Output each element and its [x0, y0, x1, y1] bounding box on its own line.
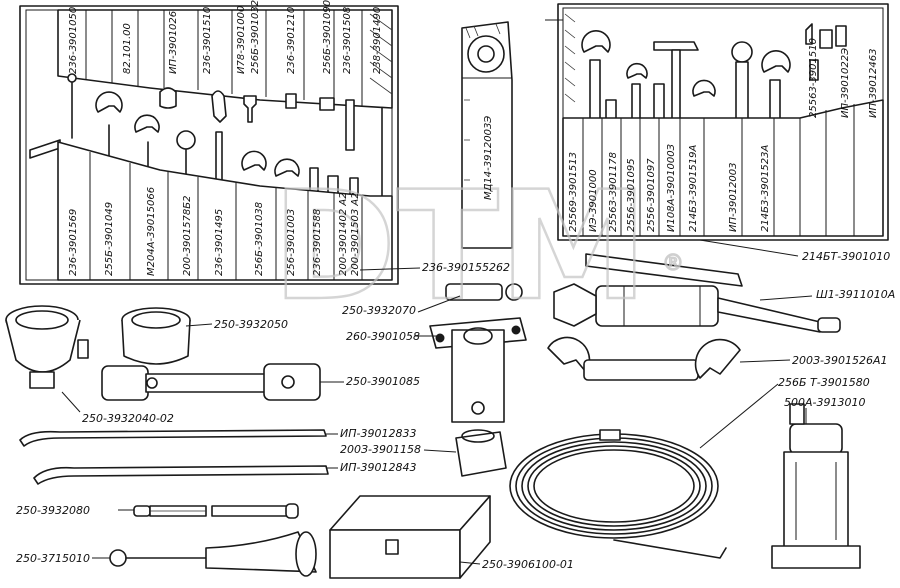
label-pin: 236-390155262	[422, 261, 510, 274]
left-roll-top-labels: 236-3901050 82.101.00 ИП-3901026 236-390151…	[68, 0, 383, 74]
box-wrench	[429, 317, 527, 423]
label-socket-cup: 250-3932050	[214, 318, 288, 331]
handle-tool	[461, 21, 513, 249]
left-tool-roll	[19, 5, 399, 285]
oil-cup	[5, 305, 89, 389]
label-drift: 250-3932070	[342, 304, 416, 317]
watermark-text: DTM	[272, 160, 648, 334]
left-roll-tools	[29, 73, 385, 213]
coiled-hose	[509, 429, 727, 559]
label-wrench-box: 260-3901058	[346, 330, 420, 343]
right-bottom-label-6: И108А-3901000З	[666, 143, 677, 232]
socket-cup	[121, 307, 191, 365]
right-tool-roll	[545, 3, 889, 241]
right-roll-tools	[581, 23, 847, 125]
left-bottom-label-9: 200-3901402 А2	[338, 192, 349, 276]
left-top-label-5: И78-3901000	[236, 6, 247, 74]
right-bottom-label-3: 2556З-3901178	[608, 152, 619, 232]
right-bottom-label-7: 214Б3-3901519А	[688, 145, 699, 232]
left-top-label-1: 236-3901050	[68, 7, 79, 74]
left-bottom-label-4: 200-3901578Б2	[182, 196, 193, 276]
left-top-label-10: 238-3901490	[372, 7, 383, 74]
label-oil-cup: 250-3932040-02	[82, 412, 174, 425]
label-tool-box: 250-3906100-01	[482, 558, 574, 571]
left-top-label-9: 236-3901508	[342, 7, 353, 74]
left-bottom-label-2: 255Б-3901049	[104, 202, 115, 276]
right-bottom-label-8: ИП-39012003	[728, 162, 739, 232]
left-top-label-4: 236-3901510	[202, 7, 213, 74]
right-bottom-label-5: 2556-3901097	[646, 158, 657, 232]
left-top-label-7: 236-3901210	[286, 7, 297, 74]
right-top-label-2: ИП-3901022Э	[840, 48, 851, 118]
left-bottom-label-10: 200-3901503 А2	[350, 192, 361, 276]
bottle-jack	[771, 403, 861, 569]
left-top-label-2: 82.101.00	[122, 23, 133, 74]
left-bottom-label-5: 236-3901495	[214, 209, 225, 276]
watermark: DTM ®	[271, 159, 685, 336]
label-small-socket: 200З-3901158	[340, 443, 421, 456]
left-bottom-label-1: 236-3901569	[68, 209, 79, 276]
label-flat-spanner: 200З-3901526А1	[792, 354, 888, 367]
left-top-label-3: ИП-3901026	[168, 11, 179, 74]
watermark-registered-mark: ®	[662, 251, 684, 276]
label-pry-bar-2: ИП-39012843	[340, 461, 416, 474]
right-roll-top-labels: 25563-3901510 ИП-3901022Э ИП-39012463	[808, 38, 879, 118]
wheel-wrench	[101, 363, 321, 401]
pry-bars	[19, 429, 329, 485]
callout-leaders	[61, 239, 813, 565]
right-bottom-label-9: 214Б3-3901523А	[760, 145, 771, 232]
left-roll-bottom-labels: 236-3901569 255Б-3901049 М204А-39015066 200…	[68, 187, 361, 276]
label-tyre-pump-tip: 250-3715010	[16, 552, 90, 565]
left-bottom-label-6: 256Б-3901038	[254, 202, 265, 276]
label-extension: 250-3932080	[16, 504, 90, 517]
right-top-label-3: ИП-39012463	[868, 48, 879, 118]
label-wheel-wrench: 250-3901085	[346, 375, 420, 388]
label-pry-bar-1: ИП-39012833	[340, 427, 416, 440]
right-top-label-1: 25563-3901510	[808, 38, 819, 118]
left-bottom-label-3: М204А-39015066	[146, 187, 157, 276]
flat-spanner	[547, 336, 741, 381]
right-roll-bottom-labels: 25569-3901513 ИЭ-3901000 2556З-3901178 2556…	[568, 143, 771, 232]
right-bottom-label-2: ИЭ-3901000	[588, 169, 599, 232]
tyre-pump-tip	[109, 531, 317, 577]
extension-hose	[133, 503, 299, 519]
left-bottom-label-7: 256-3901003	[286, 209, 297, 276]
label-jack: 500А-3913010	[784, 396, 865, 409]
handle-label: МД14-3912003Э	[483, 116, 494, 200]
grease-gun	[553, 253, 841, 333]
tool-box	[329, 495, 491, 579]
small-socket	[455, 429, 507, 477]
label-right-kit-bag: 214БТ-3901010	[802, 250, 890, 263]
left-top-label-6: 256Б-3901032	[250, 0, 261, 74]
left-bottom-label-8: 236-3901588	[312, 209, 323, 276]
label-grease-gun: Ш1-3911010А	[816, 288, 895, 301]
label-hose: 256Б Т-3901580	[778, 376, 870, 389]
left-top-label-8: 256Б-3901090	[322, 0, 333, 74]
pin-tool	[445, 283, 523, 301]
right-bottom-label-4: 2556-3901095	[626, 158, 637, 232]
right-bottom-label-1: 25569-3901513	[568, 152, 579, 232]
